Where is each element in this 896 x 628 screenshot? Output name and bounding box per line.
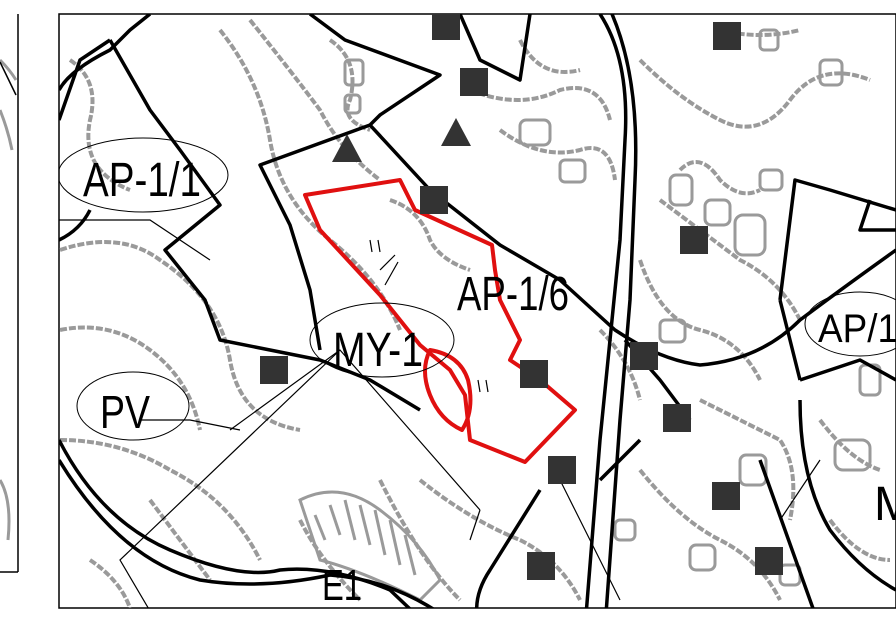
map-frame [58,13,896,609]
building-marker-icon [520,360,548,388]
left-panel-fragment [0,14,19,573]
building-marker-icon [680,226,708,254]
label-ap-1-right: AP/1 [818,307,896,351]
building-marker-icon [527,552,555,580]
building-marker-icon [460,68,488,96]
highlighted-parcel [303,178,577,464]
label-pv: PV [100,386,150,438]
landmark-marker-icon [332,134,362,162]
label-ap-1-1: AP-1/1 [83,154,201,207]
square-markers [260,14,783,580]
thin-boundaries [59,219,821,608]
zone-labels: AP-1/1 MY-1 AP-1/6 PV AP/1 M E1 [59,137,896,610]
triangle-markers [332,118,471,162]
label-m-partial: M [874,478,896,531]
hatched-area [298,490,442,602]
building-marker-icon [420,186,448,214]
thick-boundaries [59,14,896,608]
building-marker-icon [260,356,288,384]
building-marker-icon [663,404,691,432]
label-my-1: MY-1 [333,324,423,377]
building-marker-icon [713,22,741,50]
tick-marks [369,239,489,393]
landmark-marker-icon [441,118,471,146]
building-marker-icon [755,547,783,575]
building-outlines [343,28,882,587]
label-ap-1-6: AP-1/6 [457,268,569,321]
building-marker-icon [630,342,658,370]
building-marker-icon [548,456,576,484]
building-marker-icon [712,482,740,510]
label-e1: E1 [322,561,362,610]
building-marker-icon [432,14,460,40]
